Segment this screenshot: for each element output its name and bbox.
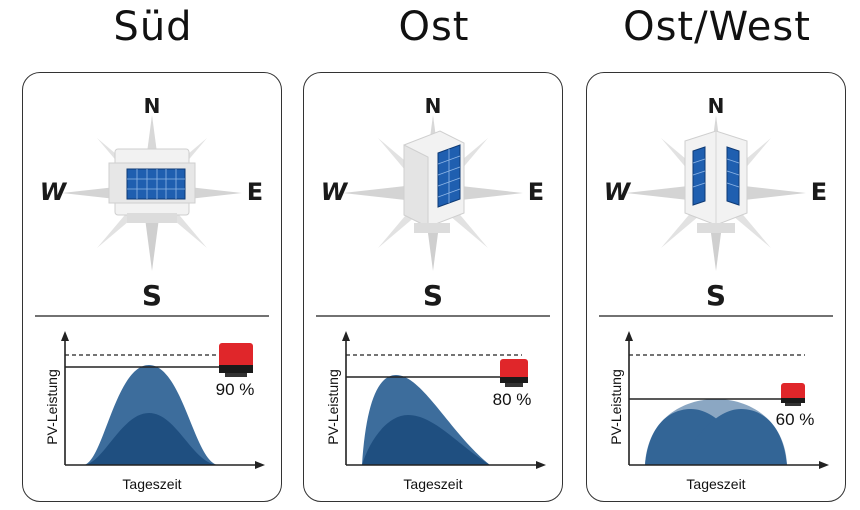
house-roof-icon [403,130,465,233]
inverter-percent: 90 % [216,380,255,399]
panel-graphic: N W E S [599,94,833,492]
inverter-icon [500,359,528,387]
column-title: Ost [398,4,470,50]
panel-ost: N W E S [303,72,563,502]
compass-north-label: N [708,94,725,118]
x-axis-label: Tageszeit [403,476,462,492]
solar-panel-south-icon [126,168,186,200]
compass-south-label: S [706,279,726,312]
x-axis-arrow-icon [819,461,829,469]
y-axis-arrow-icon [61,331,69,341]
compass-east-label: E [811,178,827,206]
column-title: Ost/West [623,4,811,50]
compass-west-label: W [321,178,349,206]
compass-south-label: S [423,279,443,312]
x-axis-label: Tageszeit [122,476,181,492]
inverter-percent: 80 % [493,390,532,409]
compass-east-label: E [247,178,263,206]
y-axis-label: PV-Leistung [44,369,60,445]
compass-north-label: N [425,94,442,118]
panel-graphic: N W E S [316,94,550,492]
power-curve-base [362,415,490,465]
compass-east-label: E [528,178,544,206]
y-axis-label: PV-Leistung [325,369,341,445]
house-roof-icon [684,130,748,233]
inverter-icon [781,383,805,406]
inverter-icon [219,343,253,377]
solar-panel-east-icon [437,144,461,208]
power-chart: 90 % Tageszeit PV-Leistung [44,331,265,492]
panel-sued: N W E S [22,72,282,502]
y-axis-arrow-icon [342,331,350,341]
x-axis-label: Tageszeit [686,476,745,492]
inverter-percent: 60 % [776,410,815,429]
panel-ost-west: N W E S [586,72,846,502]
compass-west-label: W [604,178,632,206]
compass-south-label: S [142,279,162,312]
column-title: Süd [113,4,193,50]
x-axis-arrow-icon [255,461,265,469]
power-curve-total [645,399,787,465]
x-axis-arrow-icon [536,461,546,469]
panel-graphic: N W E S [35,94,269,492]
power-chart: 80 % Tageszeit PV-Leistung [325,331,546,492]
y-axis-arrow-icon [625,331,633,341]
power-curve-base [83,413,219,465]
compass-north-label: N [144,94,161,118]
house-roof-icon [108,148,196,223]
solar-panel-east-west-icon [692,146,740,206]
y-axis-label: PV-Leistung [608,369,624,445]
compass-west-label: W [40,178,68,206]
power-chart: 60 % Tageszeit PV-Leistung [608,331,829,492]
